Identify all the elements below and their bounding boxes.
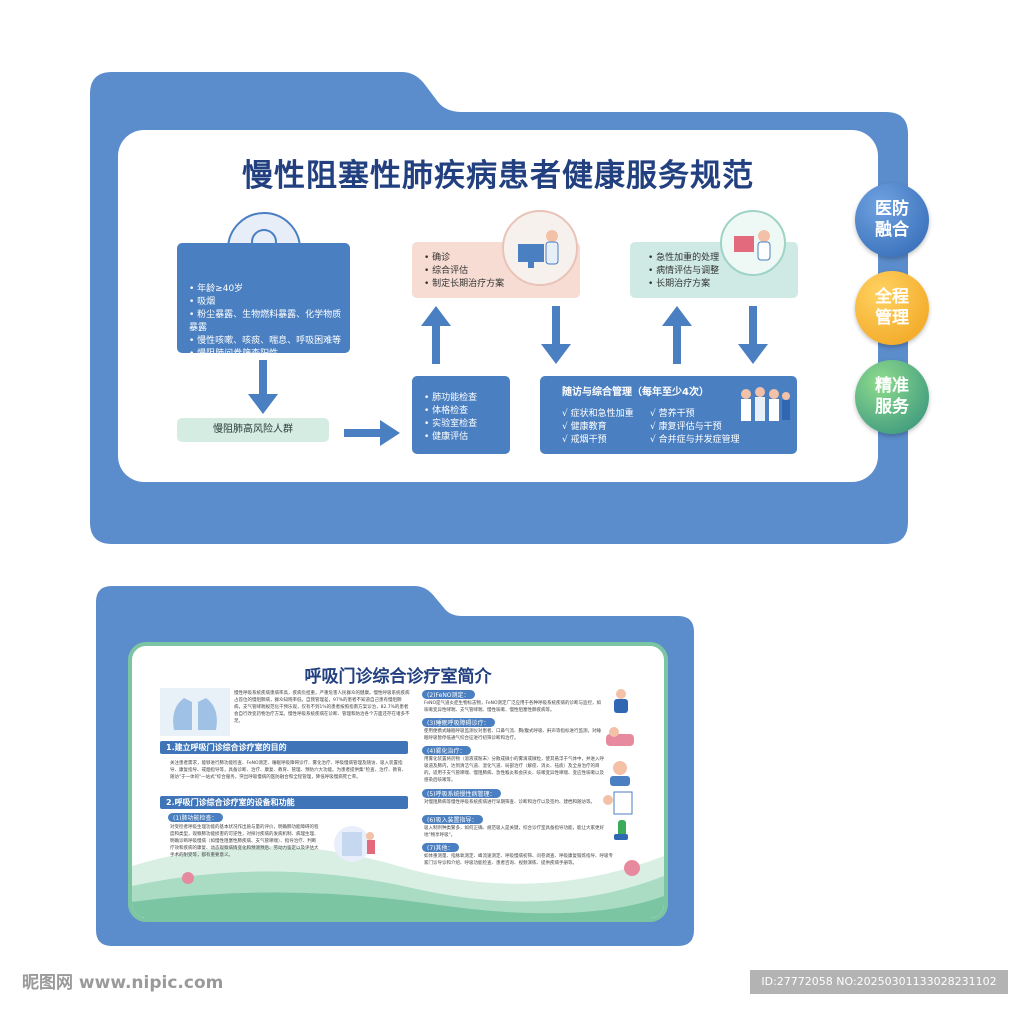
risk-item: 粉尘暴露、生物燃料暴露、化学物质暴露 [189,309,350,335]
followup-title: 随访与综合管理（每年至少4次） [562,387,709,398]
sleep-monitor-icon [606,727,634,746]
section-text: 关注患者需求，能够进行肺功能检查、FeNO测定、睡眠呼吸障碍诊疗、雾化治疗、呼吸… [170,761,407,780]
risk-item: 慢性咳嗽、咳痰、喘息、呼吸困难等 [189,335,350,348]
exam-item: 实验室检查 [424,418,510,431]
risk-item: 慢阻肺问卷筛查阳性 [189,348,350,361]
feno-test-icon [614,689,628,713]
exam-box: 肺功能检查 体格检查 实验室检查 健康评估 [412,376,510,454]
risk-item: 吸烟 [189,296,350,309]
decorative-waves [132,846,664,918]
section-text: 使用便携式睡眠呼吸监测仪对患者、口鼻气流、胸/腹式呼吸、鼾声等指标进行监测，对睡… [424,729,602,741]
arrow-up-icon [662,306,692,364]
section-title: 呼吸门诊综合诊疗室简介 [304,667,492,687]
lungs-illustration-icon [160,688,230,736]
followup-box: 随访与综合管理（每年至少4次） √ 症状和急性加重 √ 健康教育 √ 戒烟干预 … [540,376,797,454]
side-badge-line: 全程 [875,287,909,307]
diagnosis-item: 制定长期治疗方案 [424,278,580,291]
diagnosis-item: 综合评估 [424,265,580,278]
followup-item: √ 戒烟干预 [562,435,607,445]
side-badge-prevention: 医防融合 [855,183,929,257]
chronic-management-icon [603,791,633,815]
arrow-right-icon [344,420,400,446]
watermark-logo: 昵图网 www.nipic.com [22,973,224,993]
section-text: 对慢阻肺病等慢性呼吸系统疾病进行早期筛查、诊断和治疗以及签约、建档和随访等。 [424,800,595,805]
sub-heading: (3)睡眠呼吸障碍诊疗： [422,718,495,727]
inhaler-icon [614,820,628,840]
followup-item: √ 健康教育 [562,422,607,432]
page-title: 慢性阻塞性肺疾病患者健康服务规范 [242,158,754,194]
section-text: 吸入制剂种类繁多，如何正确、规范吸入是关键，综合诊疗室具备指导功能，能让大家更好… [424,826,604,838]
diagnosis-item: 确诊 [424,252,580,265]
followup-item: √ 合并症与并发症管理 [650,435,740,445]
followup-item: √ 营养干预 [650,409,695,419]
arrow-down-icon [248,360,278,414]
section-text: 如体重测量、指脉氧测定、峰流速测定、呼吸慢病初筛、问卷调查、呼吸康复锻炼指导、呼… [424,854,613,866]
acute-item: 长期治疗方案 [648,278,798,291]
side-badge-full-management: 全程管理 [855,271,929,345]
side-badge-precision-service: 精准服务 [855,360,929,434]
exam-item: 健康评估 [424,431,510,444]
exam-item: 体格检查 [424,405,510,418]
side-badge-line: 管理 [875,308,909,328]
nebulizer-icon [610,761,630,786]
followup-col2: √ 营养干预 √ 康复评估与干预 √ 合并症与并发症管理 [650,408,740,447]
risk-factors-box: 年龄≥40岁 吸烟 粉尘暴露、生物燃料暴露、化学物质暴露 慢性咳嗽、咳痰、喘息、… [177,243,350,359]
lung-function-test-icon [334,826,375,862]
acute-item: 病情评估与调整 [648,265,798,278]
side-badge-line: 融合 [875,220,909,240]
medical-team-icon [741,387,790,421]
sub-heading: (2)FeNO测定： [422,690,475,699]
intro-text: 慢性呼吸系统疾病患病率高，疾病负担重，严重危害人民群众的健康。慢性呼吸系统疾病占… [234,691,410,724]
sub-heading: (1)肺功能检查： [168,813,223,822]
high-risk-group-label: 慢阻肺高风险人群 [177,418,329,442]
exam-item: 肺功能检查 [424,392,510,405]
risk-item: 年龄≥40岁 [189,283,350,296]
arrow-up-icon [421,306,451,364]
sub-heading: (7)其他： [422,843,459,852]
watermark-id: ID:27772058 NO:20250301133028231102 [750,970,1008,994]
side-badge-line: 精准 [875,376,909,396]
section-text: FeNO是气道炎症生物标志物，FeNO测定广泛应用于各种呼吸系统疾病的诊断与监控… [424,701,602,713]
section-text: 用雾化装置将药物（溶液或粉末）分散成微小的雾滴或微粒，使其悬浮于气体中，并进入呼… [424,757,604,783]
followup-item: √ 症状和急性加重 [562,409,634,419]
arrow-down-icon [541,306,571,364]
section-heading: 2.呼吸门诊综合诊疗室的设备和功能 [160,796,408,809]
followup-item: √ 康复评估与干预 [650,422,722,432]
sub-heading: (5)呼吸系统慢性病管理： [422,789,501,798]
doctor-computer-icon [502,210,578,286]
sub-heading: (4)雾化治疗： [422,746,471,755]
section-heading: 1.建立呼吸门诊综合诊疗室的目的 [160,741,408,754]
sub-heading: (6)吸入装置指导： [422,815,483,824]
doctor-examination-icon [720,210,786,276]
side-badge-line: 医防 [875,199,909,219]
section-text: 对受检者呼吸生理功能的基本状况作出质与量的评价，明确肺功能障碍的程度和类型，观察… [170,825,319,858]
followup-col1: √ 症状和急性加重 √ 健康教育 √ 戒烟干预 [562,408,634,447]
side-badge-line: 服务 [875,397,909,417]
arrow-down-icon [738,306,768,364]
acute-item: 急性加重的处理 [648,252,798,265]
